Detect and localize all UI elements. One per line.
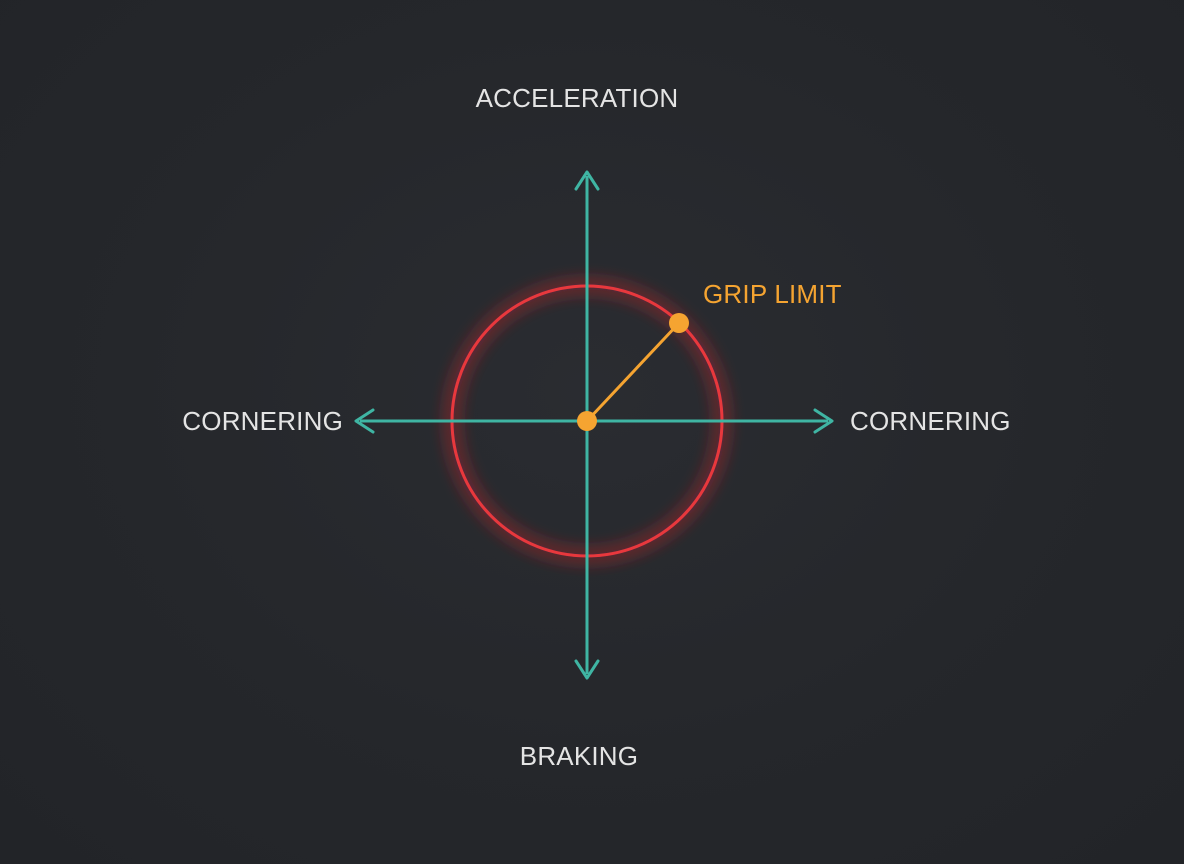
cornering-right-label: CORNERING (850, 406, 1011, 436)
cornering-left-label: CORNERING (182, 406, 343, 436)
grip-vector (585, 321, 681, 423)
grip-limit-dot (669, 313, 689, 333)
grip-limit-label: GRIP LIMIT (703, 279, 842, 309)
arrow-right-icon (813, 408, 834, 434)
braking-label: BRAKING (520, 741, 638, 771)
acceleration-label: ACCELERATION (476, 83, 679, 113)
arrow-left-icon (354, 408, 375, 434)
arrow-down-icon (574, 659, 600, 680)
origin-dot (577, 411, 597, 431)
arrow-up-icon (574, 170, 600, 191)
